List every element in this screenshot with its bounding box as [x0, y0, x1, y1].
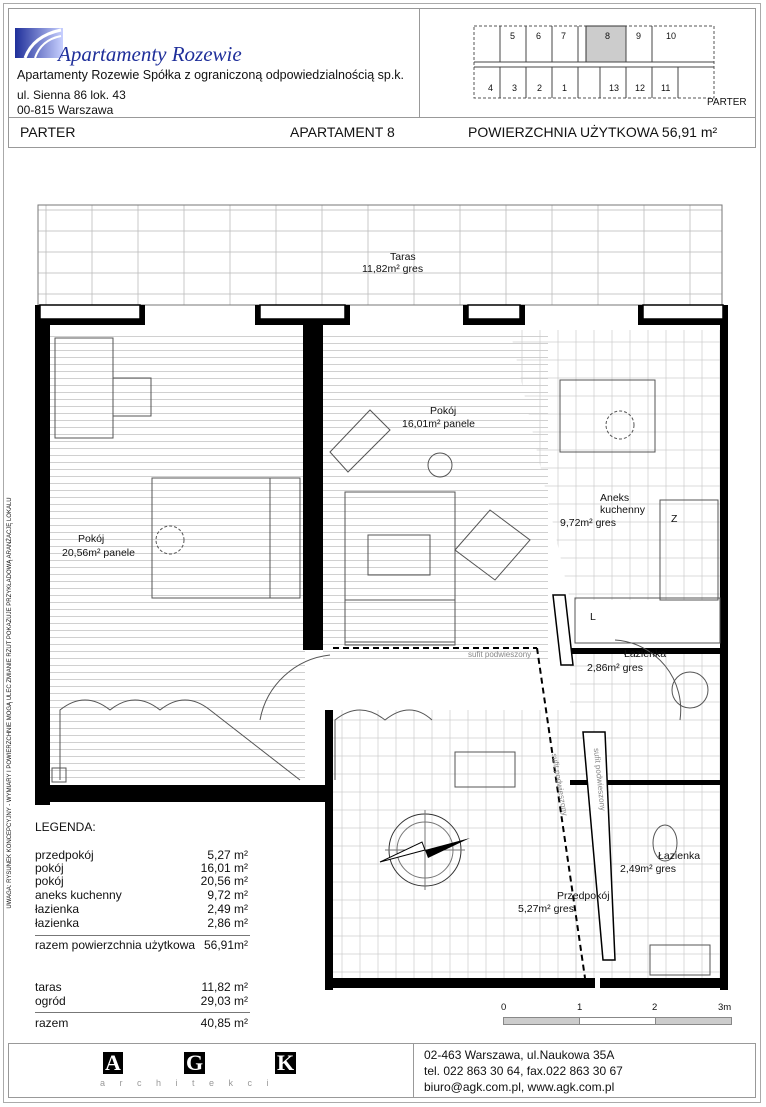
legend-item-name: łazienka [35, 902, 80, 916]
legend-item-area: 5,27 m² [207, 848, 248, 862]
agk-logo-a: A [103, 1050, 123, 1075]
keyplan-unit-5: 5 [510, 31, 516, 41]
legend-extra-area: 29,03 m² [200, 994, 248, 1008]
suspended-ceiling-label: sufit podwieszony [468, 650, 532, 659]
scale-label-0: 0 [501, 1002, 507, 1013]
legend-total-value: 56,91m² [203, 938, 248, 952]
legend-item-name: aneks kuchenny [35, 888, 122, 902]
keyplan-unit-8: 8 [605, 31, 611, 41]
area-label: POWIERZCHNIA UŻYTKOWA 56,91 m² [468, 124, 718, 140]
logo-swoosh-icon [15, 28, 63, 59]
keyplan-unit-4: 4 [488, 83, 494, 93]
room-aneks-name1: Aneks [600, 492, 630, 504]
keyplan-unit-2: 2 [537, 83, 543, 93]
room-taras-area: 11,82m² gres [362, 263, 424, 275]
legend-item-area: 9,72 m² [207, 888, 248, 902]
legend-item-area: 2,86 m² [207, 916, 248, 930]
legend-item-area: 20,56 m² [200, 874, 248, 888]
address-line1: ul. Sienna 86 lok. 43 [17, 88, 126, 102]
key-plan [473, 25, 715, 99]
scale-label-1: 1 [577, 1002, 583, 1013]
legend-item-name: łazienka [35, 916, 80, 930]
header [8, 8, 756, 148]
room-lazienka1-area: 2,86m² gres [587, 662, 644, 674]
logo-text: Apartamenty Rozewie [58, 42, 242, 66]
keyplan-unit-12: 12 [635, 83, 646, 93]
room-aneks-name2: kuchenny [600, 504, 645, 516]
scale-label-3: 3m [718, 1002, 732, 1013]
footer [8, 1043, 756, 1098]
legend-item-name: pokój [35, 874, 64, 888]
footer-phone: tel. 022 863 30 64, fax.022 863 30 67 [424, 1064, 623, 1078]
room-pokoj1-name: Pokój [430, 405, 457, 417]
room-pokoj1-area: 16,01m² panele [402, 418, 475, 430]
room-lazienka1-name: Łazienka [624, 648, 667, 660]
agk-logo-sub: a r c h i t e k c i [100, 1078, 275, 1088]
room-przedpokoj-area: 5,27m² gres [518, 903, 575, 915]
keyplan-unit-1: 1 [562, 83, 568, 93]
legend-extra-name: taras [35, 980, 62, 994]
keyplan-unit-7: 7 [561, 31, 567, 41]
legend-title: LEGENDA: [35, 820, 96, 834]
fridge-label: Z [671, 513, 678, 525]
keyplan-unit-6: 6 [536, 31, 542, 41]
legend-item-area: 16,01 m² [200, 861, 248, 875]
room-lazienka2-name: Łazienka [658, 850, 701, 862]
north-arrow-icon [379, 810, 470, 890]
terrace [37, 204, 723, 306]
legend-item-name: pokój [35, 861, 64, 875]
legend-total-label: razem powierzchnia użytkowa [35, 938, 196, 952]
legend-extra-total-label: razem [35, 1016, 69, 1030]
apartment-label: APARTAMENT 8 [290, 124, 395, 140]
scale-label-2: 2 [652, 1002, 658, 1013]
room-taras-name: Taras [390, 251, 416, 263]
scale-bar [503, 1017, 732, 1025]
room-lazienka2-area: 2,49m² gres [620, 863, 677, 875]
footer-email: biuro@agk.com.pl, www.agk.com.pl [424, 1080, 615, 1094]
room-pokoj2-area: 20,56m² panele [62, 547, 135, 559]
legend-item-name: przedpokój [35, 848, 94, 862]
keyplan-unit-10: 10 [666, 31, 677, 41]
keyplan-unit-13: 13 [609, 83, 620, 93]
room-przedpokoj-name: Przedpokój [557, 890, 610, 902]
agk-logo-k: K [275, 1050, 297, 1075]
room-aneks-area: 9,72m² gres [560, 517, 617, 529]
company-name: Apartamenty Rozewie Spółka z ograniczoną… [17, 68, 405, 82]
legend-extra-area: 11,82 m² [201, 980, 248, 994]
page-frame [3, 3, 761, 1103]
keyplan-unit-3: 3 [512, 83, 518, 93]
keyplan-floor-label: PARTER [707, 97, 747, 108]
legend-extra-name: ogród [35, 994, 66, 1008]
legend-extra-total-value: 40,85 m² [200, 1016, 248, 1030]
keyplan-unit-11: 11 [661, 83, 671, 93]
address-line2: 00-815 Warszawa [17, 103, 114, 117]
legend-item-area: 2,49 m² [207, 902, 248, 916]
agk-logo-g: G [184, 1050, 206, 1075]
footer-address: 02-463 Warszawa, ul.Naukowa 35A [424, 1048, 615, 1062]
room-pokoj2-name: Pokój [78, 533, 105, 545]
floor-label: PARTER [20, 124, 76, 140]
keyplan-unit-9: 9 [636, 31, 642, 41]
floor-plan [35, 204, 728, 990]
dishwasher-label: L [590, 611, 596, 623]
